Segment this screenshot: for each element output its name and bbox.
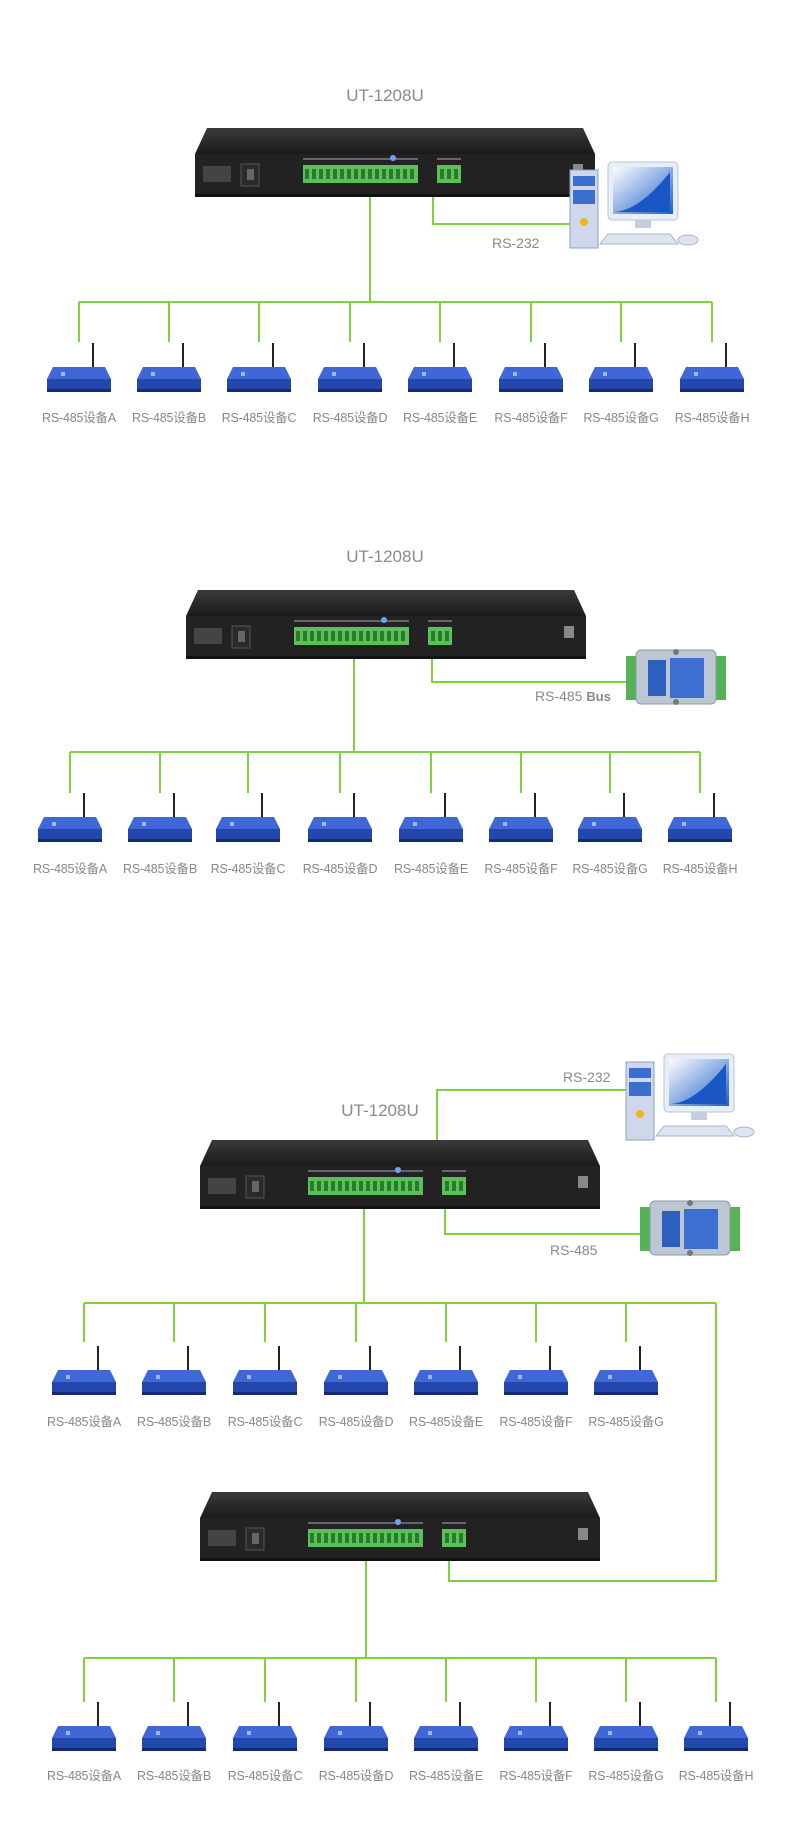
d3-rs485-label: RS-485 <box>550 1242 598 1258</box>
d2-device-label: RS-485设备F <box>484 862 558 876</box>
d2-bus-suffix: Bus <box>586 689 611 704</box>
d3-lower-device-label: RS-485设备E <box>409 1769 483 1783</box>
d1-device-label: RS-485设备E <box>403 411 477 425</box>
d3-lower-device <box>684 1702 748 1751</box>
d3-rs232-label: RS-232 <box>563 1069 611 1085</box>
d3-router-lower <box>200 1492 600 1561</box>
d3-lower-device <box>504 1702 568 1751</box>
d3-upper-device <box>594 1346 658 1395</box>
d1-device-label: RS-485设备C <box>221 411 297 425</box>
d3-lower-device <box>594 1702 658 1751</box>
d3-lower-device-label: RS-485设备F <box>499 1769 573 1783</box>
d2-device <box>128 793 192 842</box>
d1-device <box>499 343 563 392</box>
d3-lower-device <box>142 1702 206 1751</box>
d1-device <box>680 343 744 392</box>
d2-device-label: RS-485设备D <box>302 862 378 876</box>
d2-device <box>668 793 732 842</box>
d3-upper-device-label: RS-485设备C <box>227 1415 303 1429</box>
d2-bus-prefix: RS-485 <box>535 688 583 704</box>
d1-device-label: RS-485设备H <box>674 411 750 425</box>
d2-device <box>216 793 280 842</box>
d1-device-label: RS-485设备A <box>42 411 116 425</box>
d3-model-title: UT-1208U <box>341 1101 419 1120</box>
d2-converter <box>626 649 726 705</box>
d2-device <box>38 793 102 842</box>
d2-rs485-bus-label: RS-485 Bus <box>535 688 611 704</box>
d3-upper-device <box>142 1346 206 1395</box>
d2-device-label: RS-485设备G <box>572 862 648 876</box>
d3-converter <box>640 1200 740 1256</box>
d3-upper-device-label: RS-485设备E <box>409 1415 483 1429</box>
d3-upper-device-label: RS-485设备D <box>318 1415 394 1429</box>
d3-upper-device <box>52 1346 116 1395</box>
d1-device-label: RS-485设备B <box>132 411 206 425</box>
d1-device <box>227 343 291 392</box>
d2-device <box>308 793 372 842</box>
d1-device-label: RS-485设备G <box>583 411 659 425</box>
d3-lower-device-label: RS-485设备H <box>678 1769 754 1783</box>
d1-device <box>137 343 201 392</box>
d1-rs232-label: RS-232 <box>492 235 540 251</box>
d1-device-label: RS-485设备D <box>312 411 388 425</box>
d3-pc <box>625 1053 755 1141</box>
d2-device <box>578 793 642 842</box>
d1-device <box>408 343 472 392</box>
d3-upper-device-label: RS-485设备G <box>588 1415 664 1429</box>
d1-device-label: RS-485设备F <box>494 411 568 425</box>
d3-lower-device <box>233 1702 297 1751</box>
d3-lower-device-label: RS-485设备G <box>588 1769 664 1783</box>
d3-lower-device <box>414 1702 478 1751</box>
d2-device-label: RS-485设备A <box>33 862 107 876</box>
d1-model-title: UT-1208U <box>346 86 424 105</box>
d3-lower-device <box>52 1702 116 1751</box>
d1-device <box>589 343 653 392</box>
d3-lower-device-label: RS-485设备D <box>318 1769 394 1783</box>
d3-upper-device <box>414 1346 478 1395</box>
d3-lower-device-label: RS-485设备B <box>137 1769 211 1783</box>
d3-upper-device-label: RS-485设备A <box>47 1415 121 1429</box>
d2-device <box>489 793 553 842</box>
d2-device-label: RS-485设备B <box>123 862 197 876</box>
d3-lower-device-label: RS-485设备C <box>227 1769 303 1783</box>
d3-lower-device <box>324 1702 388 1751</box>
d1-pc <box>569 161 699 249</box>
d3-upper-device <box>504 1346 568 1395</box>
d2-device <box>399 793 463 842</box>
d1-router <box>195 128 595 197</box>
d2-router <box>186 590 586 659</box>
d2-model-title: UT-1208U <box>346 547 424 566</box>
d2-device-label: RS-485设备C <box>210 862 286 876</box>
d3-router-upper <box>200 1140 600 1209</box>
d3-upper-device <box>233 1346 297 1395</box>
d3-upper-device-label: RS-485设备F <box>499 1415 573 1429</box>
cable-lines <box>69 168 717 1702</box>
equipment <box>38 128 755 1751</box>
d2-device-label: RS-485设备H <box>662 862 738 876</box>
d1-device <box>318 343 382 392</box>
d2-device-label: RS-485设备E <box>394 862 468 876</box>
d3-upper-device <box>324 1346 388 1395</box>
d3-lower-device-label: RS-485设备A <box>47 1769 121 1783</box>
d1-device <box>47 343 111 392</box>
d3-upper-device-label: RS-485设备B <box>137 1415 211 1429</box>
